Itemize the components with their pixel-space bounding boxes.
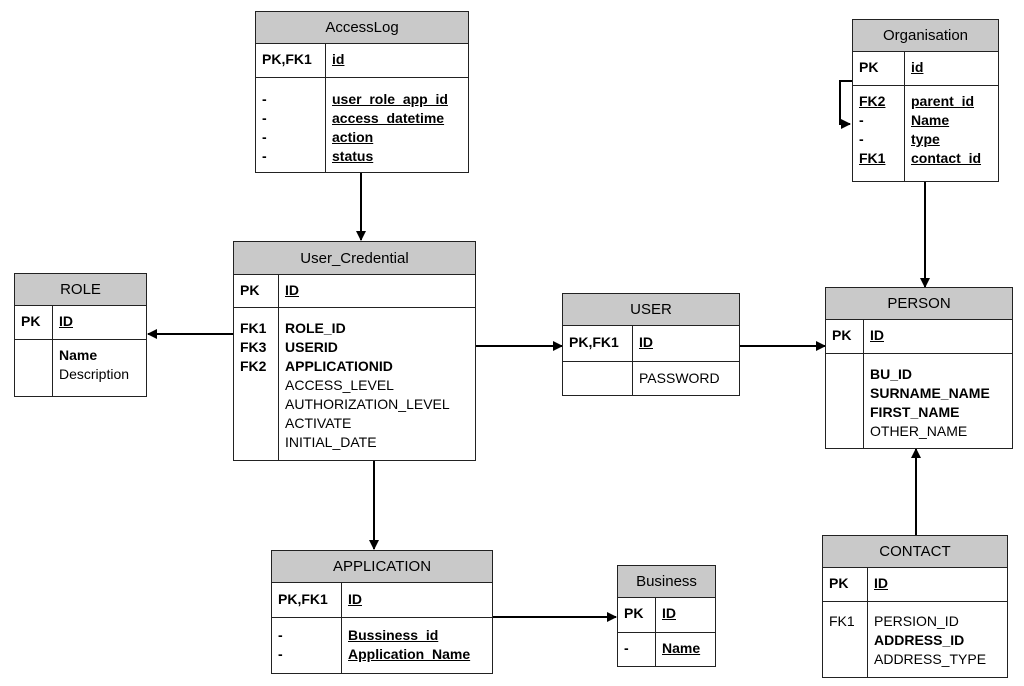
entity-title: USER	[563, 294, 739, 326]
field: USERID	[285, 339, 338, 355]
key-cell	[829, 650, 861, 669]
field: type	[911, 131, 940, 147]
field: PERSION_ID	[874, 613, 959, 629]
key-cell	[832, 422, 857, 441]
pk-field: ID	[59, 313, 73, 329]
entity-accesslog[interactable]: AccessLog PK,FK1 id - - - - user_role_ap…	[255, 11, 469, 173]
key-cell: -	[278, 646, 283, 662]
key-cell: -	[262, 110, 267, 126]
key-cell: FK1	[829, 613, 855, 629]
pk-key: PK	[624, 605, 644, 621]
field: FIRST_NAME	[870, 404, 960, 420]
key-cell	[21, 365, 46, 384]
field: parent_id	[911, 93, 975, 109]
key-cell: FK3	[240, 339, 267, 355]
pk-field: id	[911, 59, 924, 75]
pk-field: ID	[870, 327, 884, 343]
key-cell	[832, 403, 857, 422]
pk-field: ID	[662, 605, 676, 621]
field: Name	[911, 112, 950, 128]
pk-field: ID	[348, 591, 362, 607]
field: INITIAL_DATE	[285, 434, 377, 450]
entity-organisation[interactable]: Organisation PK id FK2 - - FK1 parent_id…	[852, 19, 999, 182]
entity-title: PERSON	[826, 288, 1012, 320]
key-cell: -	[859, 112, 864, 128]
entity-title: Organisation	[853, 20, 998, 52]
field: action	[332, 129, 374, 145]
key-cell: FK2	[240, 358, 267, 374]
key-cell	[832, 384, 857, 403]
pk-key: PK,FK1	[278, 591, 328, 607]
key-cell: FK1	[240, 320, 267, 336]
pk-key: PK	[829, 575, 849, 591]
pk-key: PK	[832, 327, 852, 343]
key-cell: FK1	[859, 150, 886, 166]
field: ADDRESS_TYPE	[874, 651, 987, 667]
pk-field: id	[332, 51, 345, 67]
field: Bussiness_id	[348, 627, 439, 643]
key-cell: -	[262, 129, 267, 145]
key-cell	[569, 369, 626, 388]
field: user_role_app_id	[332, 91, 448, 107]
field: Description	[59, 366, 130, 382]
pk-key: PK	[240, 282, 260, 298]
entity-role[interactable]: ROLE PK ID Name Description	[14, 273, 147, 397]
field: AUTHORIZATION_LEVEL	[285, 396, 450, 412]
pk-key: PK	[859, 59, 879, 75]
entity-title: APPLICATION	[272, 551, 492, 583]
entity-person[interactable]: PERSON PK ID BU_ID SURNAME_NAME FIRST_NA…	[825, 287, 1013, 449]
pk-key: PK,FK1	[262, 51, 312, 67]
field: ADDRESS_ID	[874, 632, 965, 648]
field: ACTIVATE	[285, 415, 352, 431]
entity-title: User_Credential	[234, 242, 475, 275]
key-cell	[21, 346, 46, 365]
pk-field: ID	[639, 334, 653, 350]
field: Application_Name	[348, 646, 471, 662]
entity-user-credential[interactable]: User_Credential PK ID FK1 FK3 FK2 ROLE_I…	[233, 241, 476, 461]
key-cell: -	[262, 91, 267, 107]
entity-title: AccessLog	[256, 12, 468, 44]
key-cell: -	[262, 148, 267, 164]
field: access_datetime	[332, 110, 445, 126]
field: Name	[59, 347, 98, 363]
pk-field: ID	[874, 575, 888, 591]
field: SURNAME_NAME	[870, 385, 990, 401]
field: contact_id	[911, 150, 982, 166]
field: ACCESS_LEVEL	[285, 377, 394, 393]
key-cell: -	[859, 131, 864, 147]
entity-title: ROLE	[15, 274, 146, 306]
rel-organisation-self	[839, 80, 852, 129]
entity-application[interactable]: APPLICATION PK,FK1 ID - - Bussiness_id A…	[271, 550, 493, 674]
key-cell	[240, 433, 272, 452]
field: ROLE_ID	[285, 320, 346, 336]
field: PASSWORD	[639, 370, 720, 386]
entity-user[interactable]: USER PK,FK1 ID PASSWORD	[562, 293, 740, 396]
key-cell: -	[624, 640, 629, 656]
pk-key: PK,FK1	[569, 334, 619, 350]
entity-business[interactable]: Business PK ID - Name	[617, 565, 716, 667]
entity-title: CONTACT	[823, 536, 1007, 568]
field: BU_ID	[870, 366, 913, 382]
key-cell	[832, 365, 857, 384]
key-cell	[240, 376, 272, 395]
pk-key: PK	[21, 313, 41, 329]
key-cell: -	[278, 627, 283, 643]
key-cell	[829, 631, 861, 650]
field: Name	[662, 640, 701, 656]
entity-contact[interactable]: CONTACT PK ID FK1 PERSION_ID ADDRESS_ID …	[822, 535, 1008, 678]
field: OTHER_NAME	[870, 423, 968, 439]
key-cell: FK2	[859, 93, 886, 109]
key-cell	[240, 414, 272, 433]
field: APPLICATIONID	[285, 358, 393, 374]
pk-field: ID	[285, 282, 299, 298]
key-cell	[240, 395, 272, 414]
entity-title: Business	[618, 566, 715, 598]
field: status	[332, 148, 374, 164]
